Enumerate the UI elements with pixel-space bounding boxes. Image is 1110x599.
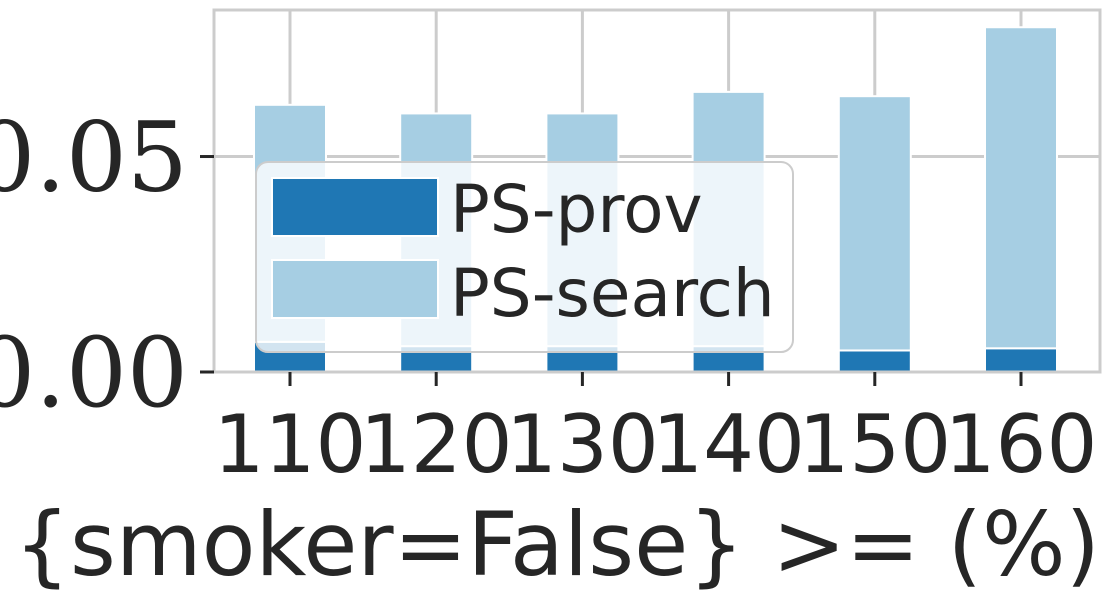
bar-ps-search-150 bbox=[837, 95, 912, 352]
legend-label-ps-search: PS-search bbox=[450, 255, 775, 332]
x-tick-label: 120 bbox=[360, 398, 513, 491]
x-tick-label: 160 bbox=[945, 398, 1098, 491]
bar-ps-prov-160 bbox=[984, 347, 1058, 373]
x-axis-label: {smoker=False} >= (%) bbox=[14, 493, 1100, 596]
legend-swatch-ps-search bbox=[271, 259, 439, 319]
legend-label-ps-prov: PS-prov bbox=[450, 171, 703, 248]
bar-ps-prov-150 bbox=[837, 349, 912, 374]
plot-area-frame bbox=[212, 8, 1102, 374]
x-tick-label: 110 bbox=[214, 398, 367, 491]
y-axis: 0.00 0.05 bbox=[0, 102, 214, 429]
legend-swatch-ps-prov bbox=[271, 177, 439, 237]
x-tick-label: 130 bbox=[506, 398, 659, 491]
legend: PS-prov PS-search bbox=[255, 161, 794, 353]
bar-ps-search-160 bbox=[984, 26, 1058, 350]
x-tick-label: 150 bbox=[798, 398, 951, 491]
y-tick-label: 0.05 bbox=[0, 102, 188, 214]
y-tick-label: 0.00 bbox=[0, 317, 188, 429]
x-tick-label: 140 bbox=[652, 398, 805, 491]
